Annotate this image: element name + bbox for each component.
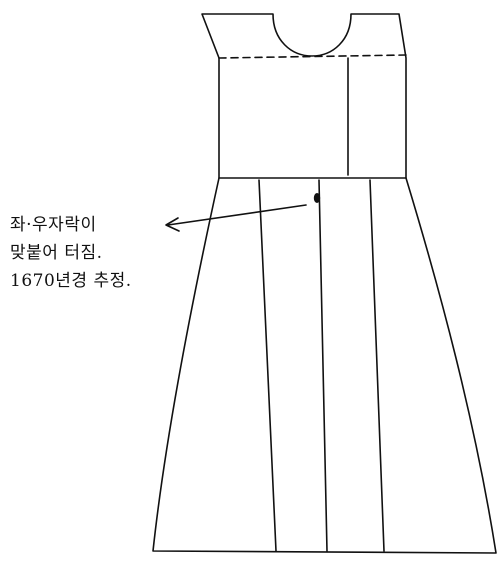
shoulder-seam-dashed [218,54,407,59]
annotation-arrowhead [165,217,180,232]
skirt-seam-3 [369,179,385,552]
skirt-outline [152,177,497,554]
annotation-text: 좌·우자락이 맞붙어 터짐. 1670년경 추정. [10,211,132,295]
annotation-line-1: 좌·우자락이 [10,215,97,235]
bodice-outline [201,13,407,179]
annotation-line-3: 1670년경 추정. [10,271,132,291]
skirt-seam-2 [318,179,328,552]
annotation-line-2: 맞붙어 터짐. [10,243,103,263]
opening-marker-dot [313,193,321,203]
annotation-arrow-line [167,204,307,226]
skirt-seam-1 [258,179,277,552]
